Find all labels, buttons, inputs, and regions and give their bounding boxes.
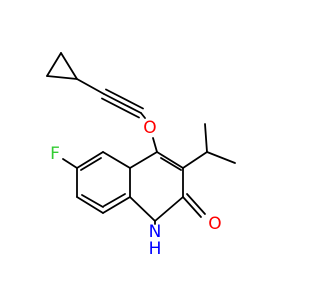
bond <box>103 93 142 114</box>
nitrogen-atom-label: N <box>149 222 162 242</box>
fluorine-atom-label: F <box>50 144 60 164</box>
bond <box>140 112 146 119</box>
molecule-drawing: O F N H O <box>46 52 236 259</box>
bond <box>46 75 78 80</box>
bond <box>152 137 158 153</box>
pyridinone-ring <box>129 151 184 222</box>
cyclopropyl-ring <box>46 52 78 80</box>
bond <box>129 151 158 169</box>
bond <box>204 123 208 153</box>
bond <box>101 97 140 119</box>
bond <box>182 151 208 169</box>
bond <box>103 193 126 207</box>
oxygen-atom-label: O <box>143 118 156 138</box>
bond <box>182 196 202 218</box>
bond <box>80 157 102 171</box>
bond <box>62 158 78 169</box>
bond <box>156 151 184 169</box>
benzene-ring <box>76 151 131 214</box>
bond <box>60 52 78 80</box>
bond <box>46 52 62 77</box>
structure-diagram: O F N H O <box>46 52 236 259</box>
alkyne-triple-bond <box>101 88 144 119</box>
bond <box>76 151 104 169</box>
bond <box>186 193 206 215</box>
bond <box>76 196 104 214</box>
bond <box>81 194 104 208</box>
bond <box>105 88 144 110</box>
bond <box>206 151 236 164</box>
bond <box>76 78 105 95</box>
bond <box>102 151 131 169</box>
bond <box>102 196 131 214</box>
bond <box>154 196 184 222</box>
carbonyl-oxygen-atom-label: O <box>208 214 221 234</box>
bond <box>129 196 156 222</box>
isopropyl-group <box>182 123 236 169</box>
hydrogen-atom-label: H <box>149 239 162 259</box>
carbonyl-double-bond <box>182 193 206 218</box>
bond <box>160 157 182 171</box>
